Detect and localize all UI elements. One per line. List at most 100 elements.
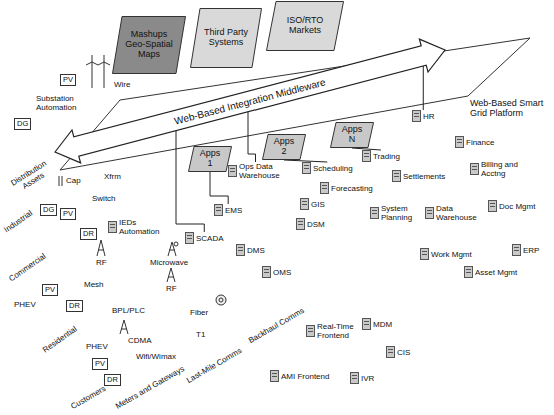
app-box: Apps 2 bbox=[262, 134, 306, 160]
node-text: PV bbox=[63, 209, 73, 218]
system-server: AMI Frontend bbox=[270, 370, 329, 382]
row-label: Commercial bbox=[7, 252, 47, 284]
asset-box: DG bbox=[40, 204, 57, 216]
asset-box: DR bbox=[104, 374, 121, 386]
asset-box: PV bbox=[60, 74, 76, 86]
row-label: Industrial bbox=[2, 209, 34, 235]
wire-label: Wire bbox=[114, 80, 130, 89]
node-text: AMI Frontend bbox=[281, 372, 329, 381]
server-icon bbox=[320, 182, 329, 194]
connector-line bbox=[352, 148, 381, 150]
radio-towers bbox=[97, 240, 178, 334]
wind-turbines bbox=[86, 55, 110, 88]
column-label: Meters and Gateways bbox=[114, 364, 186, 411]
node-text: GIS bbox=[311, 200, 325, 209]
node-text: DG bbox=[43, 205, 54, 214]
comms-label: BPL/PLC bbox=[112, 306, 145, 315]
system-server: DMS bbox=[236, 244, 265, 256]
vehicle-label: PHEV bbox=[86, 342, 108, 351]
comms-label: T1 bbox=[196, 330, 205, 339]
node-text: Real-Time Frontend bbox=[317, 322, 361, 340]
device-label: Cap bbox=[66, 176, 81, 185]
system-server: Finance bbox=[455, 136, 494, 148]
node-text: Apps 2 bbox=[271, 137, 297, 157]
node-text: ISO/RTO Markets bbox=[279, 16, 331, 36]
system-server: Ops Data Warehouse bbox=[228, 162, 283, 180]
connector-line bbox=[248, 112, 256, 162]
server-icon bbox=[270, 370, 279, 382]
node-text: DMS bbox=[247, 246, 265, 255]
comms-label: CDMA bbox=[128, 336, 152, 345]
node-text: Apps 1 bbox=[197, 149, 223, 169]
node-text: Finance bbox=[466, 138, 494, 147]
device-label: Xfrm bbox=[104, 172, 121, 181]
node-text: DSM bbox=[307, 220, 325, 229]
server-icon bbox=[236, 244, 245, 256]
server-icon bbox=[464, 266, 473, 278]
capacitor-symbol bbox=[59, 176, 62, 186]
system-server: SCADA bbox=[185, 232, 224, 244]
system-server: ERP bbox=[512, 244, 539, 256]
asset-box: DR bbox=[80, 228, 97, 240]
system-server: Asset Mgmt bbox=[464, 266, 517, 278]
asset-box: PV bbox=[42, 284, 58, 296]
system-server: HR bbox=[412, 110, 435, 122]
server-icon bbox=[470, 163, 479, 175]
system-server: DSM bbox=[296, 218, 325, 230]
node-text: Billing and Acctng bbox=[481, 160, 527, 178]
node-text: DG bbox=[17, 119, 28, 128]
node-text: DR bbox=[107, 375, 118, 384]
node-text: Forecasting bbox=[331, 184, 373, 193]
node-text: DR bbox=[83, 229, 94, 238]
iso-rto-box: ISO/RTO Markets bbox=[266, 1, 344, 51]
node-text: Mashups Geo-Spatial Maps bbox=[125, 30, 173, 60]
server-icon bbox=[262, 266, 271, 278]
node-text: Asset Mgmt bbox=[475, 268, 517, 277]
node-text: Trading bbox=[373, 152, 400, 161]
comms-label: Microwave bbox=[150, 258, 188, 267]
server-icon bbox=[214, 204, 223, 216]
vehicle-label: PHEV bbox=[14, 300, 36, 309]
server-icon bbox=[420, 248, 429, 260]
node-text: EMS bbox=[225, 206, 242, 215]
node-text: Web-Based Smart Grid Platform bbox=[470, 98, 550, 119]
node-text: Data Warehouse bbox=[436, 204, 480, 222]
server-icon bbox=[362, 318, 371, 330]
node-text: IVR bbox=[361, 374, 374, 383]
node-text: PV bbox=[63, 75, 73, 84]
node-text: IEDs Automation bbox=[119, 218, 165, 236]
server-icon bbox=[425, 207, 434, 219]
asset-box: DG bbox=[14, 118, 31, 130]
comms-label: Mesh bbox=[84, 280, 104, 289]
server-icon bbox=[302, 162, 311, 174]
node-text: PV bbox=[95, 359, 105, 368]
server-icon bbox=[455, 136, 464, 148]
system-server: IEDs Automation bbox=[108, 218, 165, 236]
node-text: DR bbox=[69, 301, 80, 310]
system-server: CIS bbox=[386, 346, 410, 358]
tier-label: Substation Automation bbox=[36, 94, 88, 112]
system-server: System Planning bbox=[370, 204, 421, 222]
third-party-box: Third Party Systems bbox=[190, 8, 262, 68]
device-label: Switch bbox=[92, 194, 116, 203]
system-server: Doc Mgmt bbox=[488, 200, 535, 212]
connector-line bbox=[423, 66, 424, 110]
fiber-spool bbox=[216, 295, 226, 305]
tier-label: Distribution Assets bbox=[6, 157, 56, 198]
server-icon bbox=[488, 200, 497, 212]
comms-label: RF bbox=[166, 284, 177, 293]
server-icon bbox=[362, 150, 371, 162]
node-text: ERP bbox=[523, 246, 539, 255]
system-server: Settlements bbox=[392, 170, 445, 182]
asset-box: DR bbox=[66, 300, 83, 312]
system-server: GIS bbox=[300, 198, 325, 210]
node-text: Ops Data Warehouse bbox=[239, 162, 283, 180]
server-icon bbox=[296, 218, 305, 230]
system-server: IVR bbox=[350, 372, 374, 384]
asset-box: PV bbox=[92, 358, 108, 370]
system-server: Real-Time Frontend bbox=[306, 322, 361, 340]
server-icon bbox=[386, 346, 395, 358]
column-label: Last-Mile Comms bbox=[185, 346, 243, 385]
app-box: Apps 1 bbox=[188, 146, 232, 172]
